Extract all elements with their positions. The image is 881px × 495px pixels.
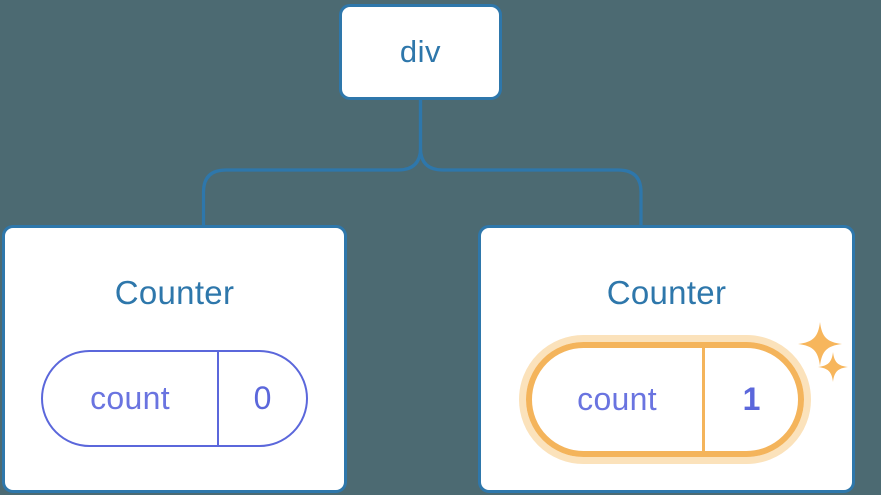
state-pill-value-label: 0 — [253, 380, 272, 416]
state-pill-key-cell: count — [532, 348, 706, 451]
state-pill-value-cell: 1 — [705, 348, 798, 451]
state-pill-value-label: 1 — [742, 381, 761, 417]
sparkle-large-icon — [798, 322, 842, 366]
connector-branch-left — [201, 98, 423, 228]
component-title: Counter — [114, 274, 235, 311]
state-pill-key-label: count — [90, 380, 170, 416]
connector-branch-right — [418, 98, 643, 228]
root-node-label: div — [399, 34, 442, 69]
root-node-div[interactable]: div — [339, 4, 502, 100]
state-pill-count-left[interactable]: count 0 — [41, 350, 308, 447]
state-pill-count-right[interactable]: count 1 — [526, 342, 804, 457]
state-pill-highlight-halo — [519, 335, 811, 464]
state-pill-value-cell: 0 — [219, 352, 306, 445]
sparkle-small-icon — [818, 352, 848, 382]
state-pill-key-cell: count — [43, 352, 219, 445]
component-title: Counter — [606, 274, 727, 311]
state-pill-key-label: count — [577, 381, 657, 417]
